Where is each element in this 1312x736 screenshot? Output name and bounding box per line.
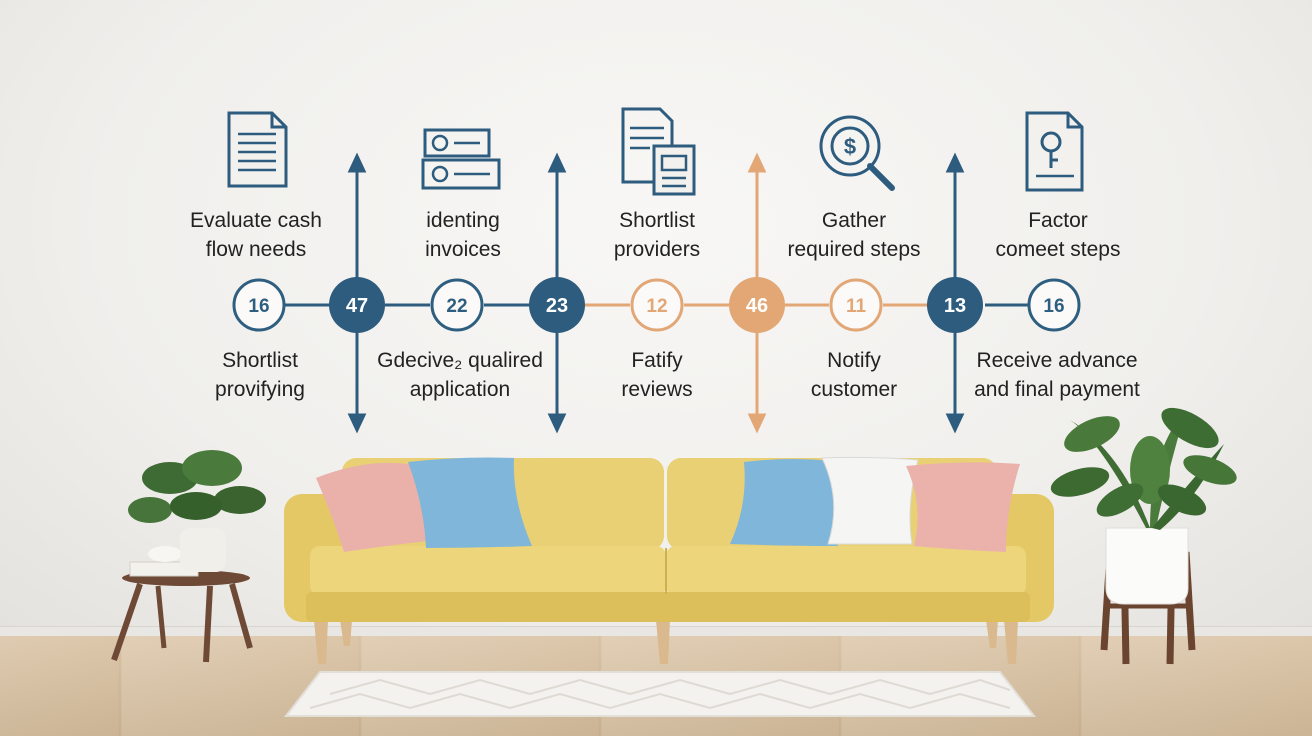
label-line: Notify [827,349,881,372]
timeline-svg: 16 47 22 23 12 46 11 13 [232,152,1081,434]
step-label-top-1: Evaluate cash flow needs [156,206,356,264]
label-line: application [409,378,511,401]
svg-text:13: 13 [944,295,966,317]
plant-left [128,450,266,572]
label-line: customer [810,378,898,401]
rug [283,671,1037,717]
svg-text:$: $ [844,134,856,159]
step-label-bottom-1: Shortlist provifying [160,346,360,404]
node-8: 13 [927,277,983,333]
label-line: Factor [1028,209,1088,232]
step-label-bottom-3: Fatify reviews [557,346,757,404]
label-line: Fatify [631,349,683,372]
label-line: identing [426,209,500,232]
node-3: 22 [430,278,484,332]
cheque-icon [421,128,501,190]
node-2: 47 [329,277,385,333]
node-7: 11 [829,278,883,332]
dollar-search-icon: $ [819,115,895,191]
step-label-bottom-5: Receive advance and final payment [957,346,1157,404]
label-line: Gather [821,209,887,232]
step-label-top-5: Factor comeet steps [958,206,1158,264]
node-1: 16 [232,278,286,332]
label-line: provifying [215,378,305,401]
statement-icon [621,107,696,196]
label-line: Receive advance [976,349,1138,372]
svg-text:23: 23 [546,295,568,317]
plant-stand [1100,527,1196,665]
step-label-top-4: Gather required steps [754,206,954,264]
label-line: reviews [621,378,693,401]
label-line: comeet steps [995,238,1121,261]
svg-text:47: 47 [346,295,368,317]
file-key-icon [1025,111,1084,192]
document-icon [227,111,288,188]
node-6: 46 [729,277,785,333]
label-line: and final payment [974,378,1140,401]
label-line: flow needs [205,238,307,261]
label-line: invoices [425,238,501,261]
label-line: required steps [787,238,921,261]
label-line: Shortlist [619,209,695,232]
node-5: 12 [630,278,684,332]
svg-text:16: 16 [1043,296,1064,317]
node-4: 23 [529,277,585,333]
process-timeline: 16 47 22 23 12 46 11 13 [156,107,1158,434]
label-line: providers [613,238,701,261]
baseboard [0,626,1312,637]
pillows [316,456,1020,552]
sofa-legs [314,620,1018,664]
step-label-bottom-4: Notify customer [754,346,954,404]
plant-right [1050,407,1237,530]
label-line: Gdecive₂ qualired [377,349,543,372]
label-line: Shortlist [222,349,298,372]
step-label-bottom-2: Gdecive₂ qualired application [360,346,560,404]
svg-text:11: 11 [846,296,867,317]
label-line: Evaluate cash [190,209,322,232]
svg-text:12: 12 [646,296,667,317]
svg-text:16: 16 [248,296,269,317]
svg-text:22: 22 [446,296,467,317]
svg-text:46: 46 [746,295,768,317]
step-label-top-3: Shortlist providers [557,206,757,264]
node-9: 16 [1027,278,1081,332]
step-label-top-2: identing invoices [363,206,563,264]
